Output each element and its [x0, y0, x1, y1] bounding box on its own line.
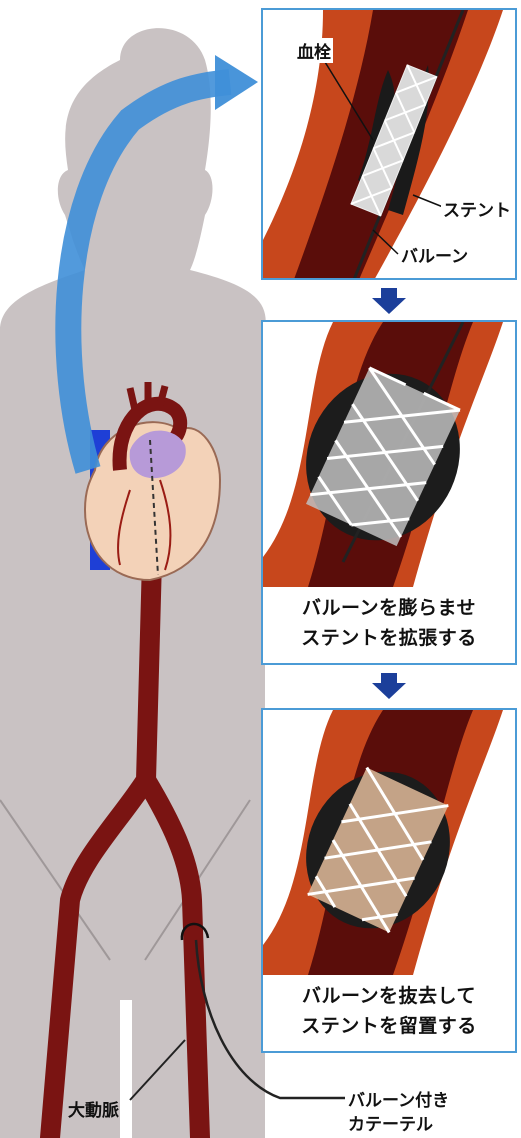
aortic-branch-1 [130, 388, 135, 410]
panel-step-2: バルーンを膨らませ ステントを拡張する [261, 320, 517, 665]
aorta-label: 大動脈 [68, 1096, 119, 1121]
aortic-branch-3 [160, 386, 165, 405]
balloon-label: バルーン [399, 242, 470, 267]
catheter-label-line-2: カテーテル [348, 1110, 433, 1135]
panel-step-1: 血栓 ステント バルーン [261, 8, 517, 280]
step-2-caption-line-2: ステントを拡張する [263, 624, 515, 652]
down-arrow-icon [372, 288, 406, 314]
thrombus-label: 血栓 [295, 38, 333, 63]
step-3-caption-line-1: バルーンを抜去して [263, 982, 515, 1010]
step-2-caption-line-1: バルーンを膨らませ [263, 594, 515, 622]
step-3-caption-line-2: ステントを留置する [263, 1012, 515, 1040]
arrow-to-panel-head [215, 55, 258, 110]
down-arrow-icon [372, 673, 406, 699]
vessel-illustration-2 [263, 322, 517, 587]
catheter-label-line-1: バルーン付き [348, 1086, 449, 1111]
leg-gap [120, 1000, 132, 1138]
panel-step-3: バルーンを抜去して ステントを留置する [261, 708, 517, 1053]
body-silhouette [0, 28, 266, 1138]
label-line-stent [413, 195, 443, 207]
stent-label: ステント [441, 196, 513, 221]
vessel-illustration-3 [263, 710, 517, 975]
